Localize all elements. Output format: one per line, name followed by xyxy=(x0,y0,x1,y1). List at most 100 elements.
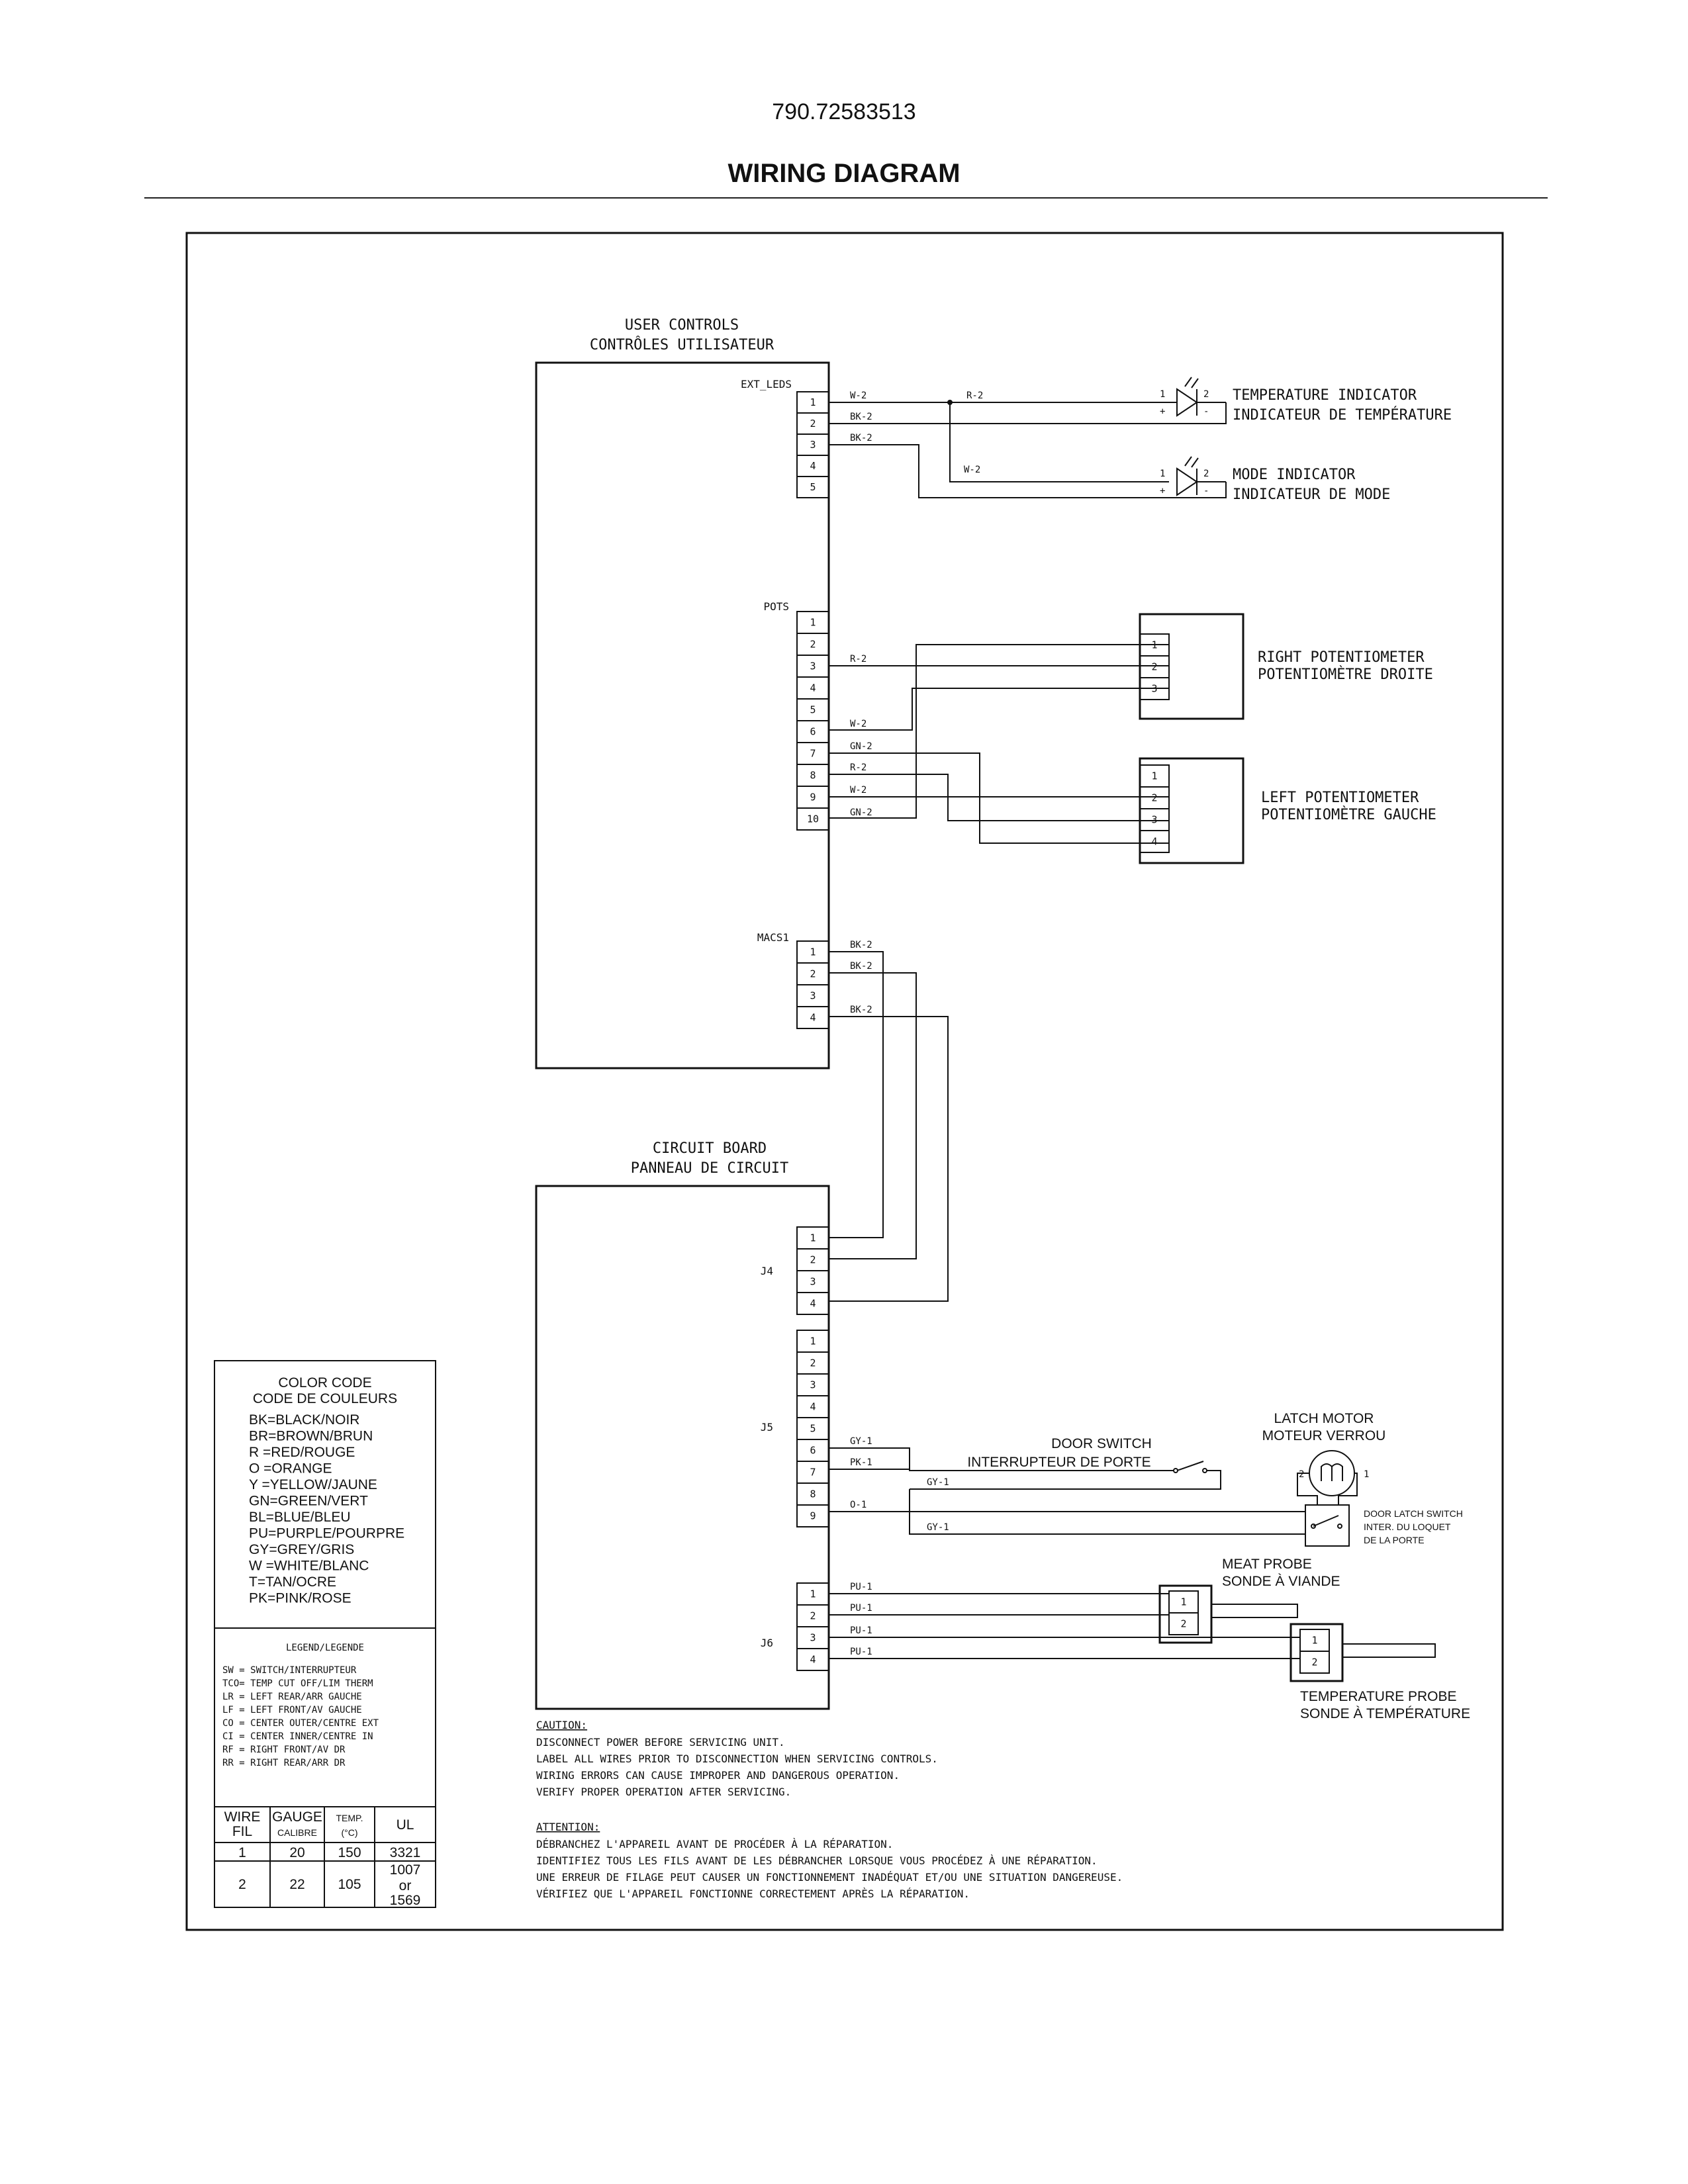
title-rule xyxy=(144,197,1548,199)
led-pin-1: 1 xyxy=(1160,389,1165,400)
temperature-probe-label-fr: SONDE À TEMPÉRATURE xyxy=(1300,1706,1470,1721)
document-number: 790.72583513 xyxy=(772,99,916,124)
wire-label-gy1: GY-1 xyxy=(927,1477,949,1488)
wire-label-w2: W-2 xyxy=(850,390,867,401)
j4-pin-box xyxy=(796,1292,829,1315)
wire-macs-4 xyxy=(829,1016,949,1302)
wire-ext-r2-branch xyxy=(949,402,1169,482)
j5-pin-number: 7 xyxy=(810,1467,816,1479)
table-cell: 3321 xyxy=(390,1845,421,1860)
wire-label-pu1: PU-1 xyxy=(850,1582,872,1592)
door-switch-label-fr: INTERRUPTEUR DE PORTE xyxy=(967,1455,1150,1470)
j6-pin-number: 1 xyxy=(810,1588,816,1600)
color-code-entry: Y =YELLOW/JAUNE xyxy=(249,1477,377,1492)
color-code-title-fr: CODE DE COULEURS xyxy=(253,1391,397,1406)
door-latch-switch-label-2: INTER. DU LOQUET xyxy=(1364,1522,1451,1532)
motor-pin-1: 1 xyxy=(1364,1469,1369,1480)
right-pot-pin-number: 2 xyxy=(1151,661,1157,673)
j5-label: J5 xyxy=(761,1421,773,1433)
temp-probe-pin-number: 1 xyxy=(1311,1635,1317,1647)
caution-notes: CAUTION: DISCONNECT POWER BEFORE SERVICI… xyxy=(536,1719,1123,1900)
temperature-probe-label: TEMPERATURE PROBE xyxy=(1300,1689,1456,1704)
color-code-entry: W =WHITE/BLANC xyxy=(249,1559,369,1574)
caution-title: CAUTION: xyxy=(536,1719,587,1731)
color-code-entry: GY=GREY/GRIS xyxy=(249,1542,354,1557)
pots-pin-box xyxy=(796,807,829,831)
table-cell: 105 xyxy=(338,1877,361,1892)
color-code-entry: BR=BROWN/BRUN xyxy=(249,1429,373,1444)
left-potentiometer-label: LEFT POTENTIOMETER xyxy=(1261,790,1419,806)
meat-probe-rod xyxy=(1211,1604,1298,1618)
meat-probe-label-fr: SONDE À VIANDE xyxy=(1222,1574,1340,1589)
caution-line: WIRING ERRORS CAN CAUSE IMPROPER AND DAN… xyxy=(536,1769,900,1782)
wire-label-pk1: PK-1 xyxy=(850,1457,872,1468)
temperature-indicator-label-fr: INDICATEUR DE TEMPÉRATURE xyxy=(1233,406,1452,424)
temperature-indicator-led-icon: 1 + 2 - xyxy=(1160,377,1226,417)
led-plus: + xyxy=(1160,406,1165,417)
wire-label-bk2: BK-2 xyxy=(850,961,872,972)
door-latch-switch-box xyxy=(1305,1504,1350,1547)
j4-pin-number: 2 xyxy=(810,1254,816,1266)
legend-box xyxy=(214,1627,436,1807)
mode-indicator-label-fr: INDICATEUR DE MODE xyxy=(1233,486,1390,503)
j5-pin-number: 5 xyxy=(810,1423,816,1435)
j6-pin-number: 3 xyxy=(810,1632,816,1644)
attention-line: VÉRIFIEZ QUE L'APPAREIL FONCTIONNE CORRE… xyxy=(536,1888,970,1900)
led-pin-1: 1 xyxy=(1160,469,1165,479)
led-pin-2: 2 xyxy=(1203,389,1209,400)
legend-entry: TCO= TEMP CUT OFF/LIM THERM xyxy=(222,1678,373,1689)
temp-probe-pin-number: 2 xyxy=(1311,1657,1317,1668)
temp-probe-pin-box xyxy=(1299,1651,1330,1674)
temperature-probe-rod xyxy=(1342,1643,1436,1658)
pots-pin-number: 10 xyxy=(807,813,819,825)
table-cell: 1 xyxy=(238,1845,246,1860)
color-code-entry: PU=PURPLE/POURPRE xyxy=(249,1526,404,1541)
ext-leds-pin-number: 4 xyxy=(810,460,816,472)
wire-label-pu1: PU-1 xyxy=(850,1647,872,1657)
j5-pin-number: 1 xyxy=(810,1336,816,1347)
led-plus: + xyxy=(1160,486,1165,496)
pots-pin-number: 2 xyxy=(810,639,816,651)
circuit-board-box xyxy=(535,1185,830,1710)
temperature-probe-connector: 12 xyxy=(1299,1629,1330,1674)
wire-motor-left xyxy=(1297,1473,1318,1505)
ext-leds-pin-box xyxy=(796,476,829,498)
attention-title: ATTENTION: xyxy=(536,1821,600,1833)
wire-label-pu1: PU-1 xyxy=(850,1625,872,1636)
mode-indicator-led-icon: 1 + 2 - xyxy=(1160,456,1226,496)
wire-gy1-b xyxy=(909,1489,1305,1535)
wire-label-gy1: GY-1 xyxy=(927,1522,949,1533)
macs1-pin-box xyxy=(796,1006,829,1029)
wire-label-gn2: GN-2 xyxy=(850,741,872,752)
table-cell: 150 xyxy=(338,1845,361,1860)
right-potentiometer-label-fr: POTENTIOMÈTRE DROITE xyxy=(1258,666,1433,683)
circuit-board-title: CIRCUIT BOARD xyxy=(653,1140,767,1157)
user-controls-title-fr: CONTRÔLES UTILISATEUR xyxy=(590,336,774,353)
j6-pin-number: 2 xyxy=(810,1610,816,1622)
meat-probe-pin-number: 1 xyxy=(1180,1596,1186,1608)
legend-entry: CO = CENTER OUTER/CENTRE EXT xyxy=(222,1718,379,1729)
ext-leds-label: EXT_LEDS xyxy=(741,378,792,390)
macs1-pin-number: 2 xyxy=(810,968,816,980)
page-title: WIRING DIAGRAM xyxy=(727,159,961,188)
ext-leds-pin-number: 3 xyxy=(810,439,816,451)
attention-text: DÉBRANCHEZ L'APPAREIL AVANT DE PROCÉDER … xyxy=(536,1838,1123,1900)
user-controls-title: USER CONTROLS xyxy=(625,317,739,334)
pots-pin-number: 9 xyxy=(810,792,816,803)
color-code-entry: T=TAN/OCRE xyxy=(249,1574,336,1590)
j6-pin-box xyxy=(796,1648,829,1671)
table-cell: 20 xyxy=(289,1845,305,1860)
left-pot-pin-number: 1 xyxy=(1151,770,1157,782)
j5-pin-number: 9 xyxy=(810,1510,816,1522)
left-pot-pin-number: 2 xyxy=(1151,792,1157,804)
table-cell: or xyxy=(399,1878,412,1893)
wire-label-w2: W-2 xyxy=(964,465,980,475)
pots-pin-number: 5 xyxy=(810,704,816,716)
caution-text: DISCONNECT POWER BEFORE SERVICING UNIT.L… xyxy=(536,1736,938,1798)
led-minus: - xyxy=(1203,406,1209,417)
table-head-temp-unit: (°C) xyxy=(341,1827,357,1838)
circuit-board-title-fr: PANNEAU DE CIRCUIT xyxy=(631,1160,788,1177)
legend-entry: LF = LEFT FRONT/AV GAUCHE xyxy=(222,1705,362,1715)
